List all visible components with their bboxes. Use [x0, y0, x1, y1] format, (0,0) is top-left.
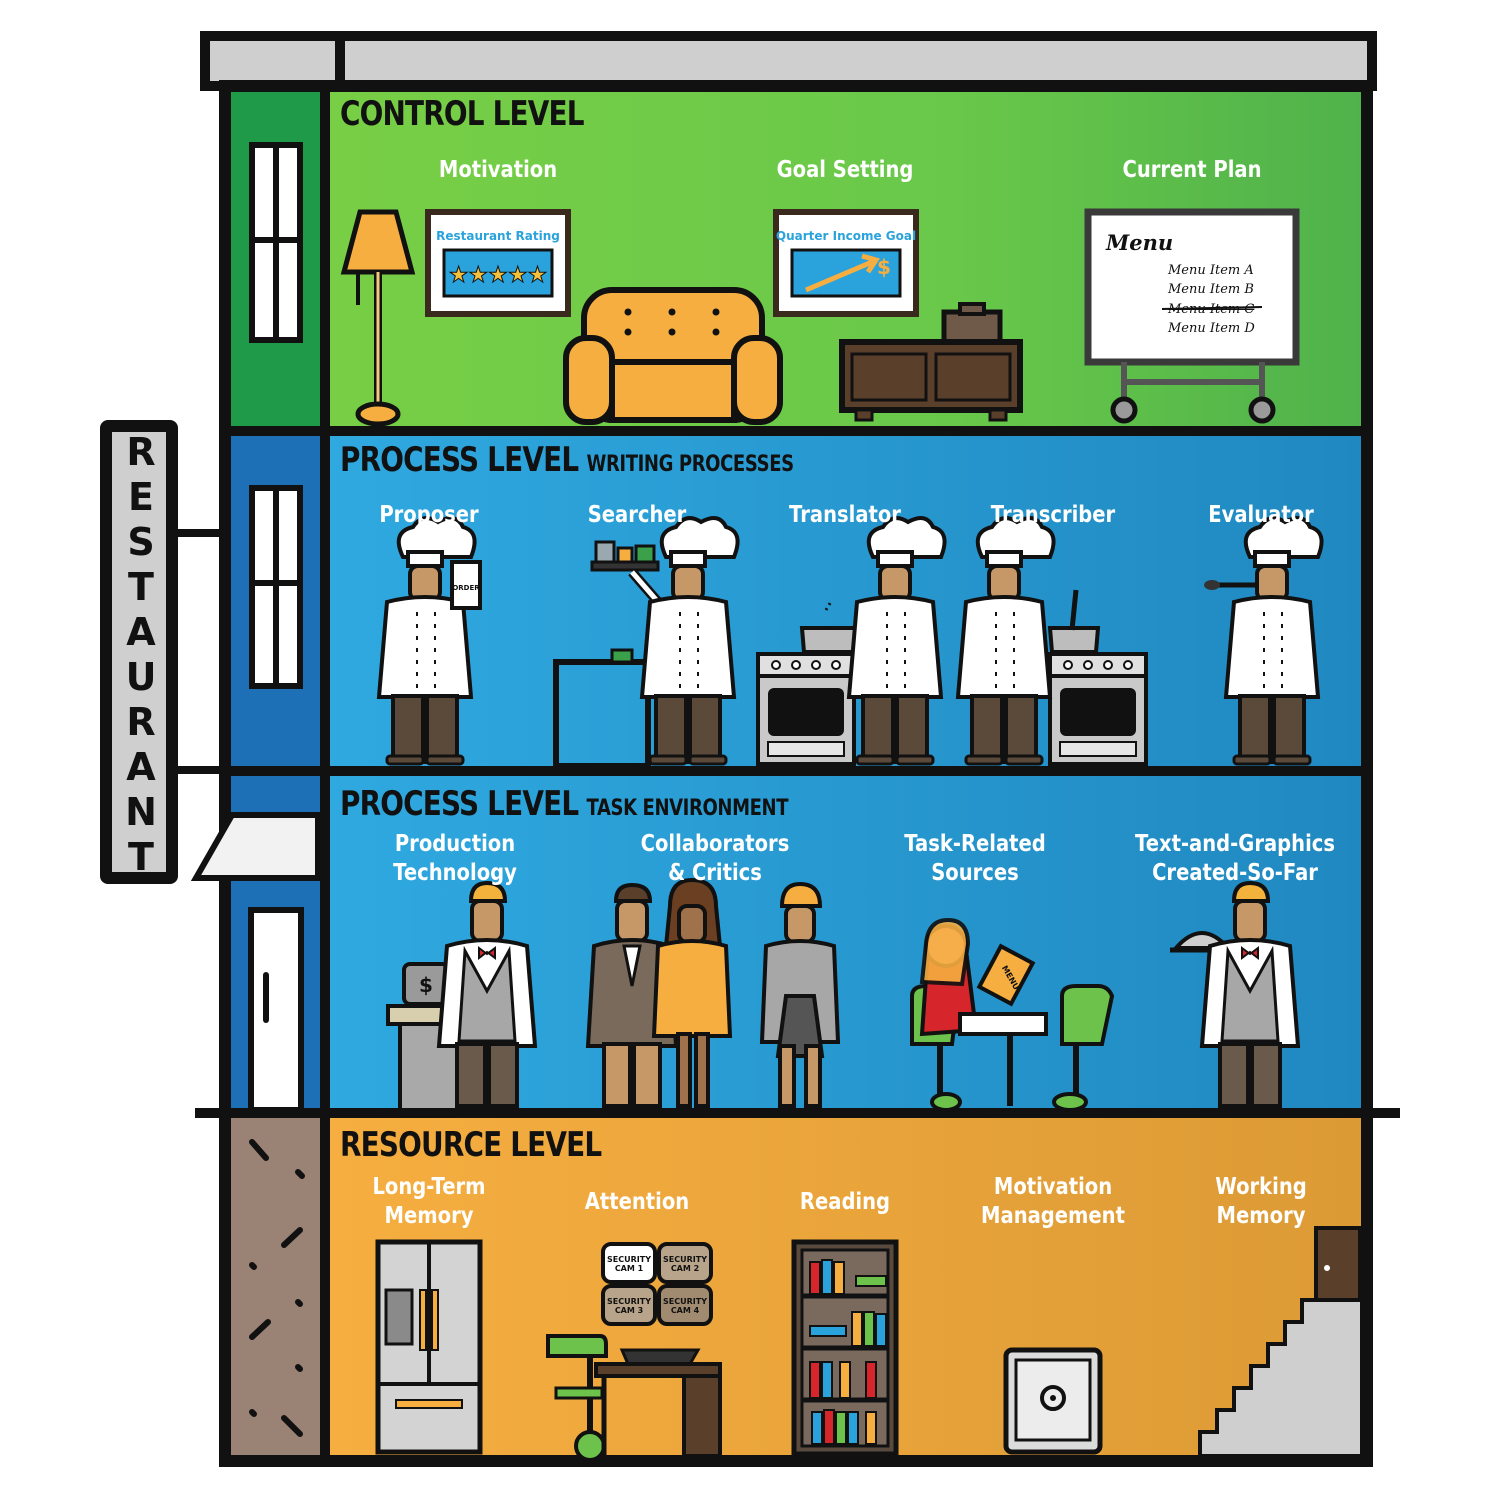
task-subtitle-text: TASK ENVIRONMENT — [586, 796, 789, 821]
label-transcriber: Transcriber — [990, 502, 1116, 528]
writing-subtitle-text: WRITING PROCESSES — [586, 452, 794, 477]
label-proposer: Proposer — [379, 502, 479, 528]
front-door — [248, 907, 304, 1113]
goal-frame-caption: Quarter Income Goal — [776, 229, 916, 243]
label-long-term-memory: Long-Term Memory — [372, 1174, 486, 1229]
translator-chef — [756, 516, 947, 766]
collaborators-critics-group — [585, 877, 841, 1108]
staircase — [1198, 1226, 1364, 1458]
label-translator: Translator — [789, 502, 901, 528]
writing-processes-title: PROCESS LEVEL WRITING PROCESSES — [340, 440, 794, 480]
label-collaborators-critics: Collaborators & Critics — [640, 831, 790, 886]
control-level-title-text: CONTROL LEVEL — [340, 94, 585, 134]
label-production-technology: Production Technology — [393, 831, 517, 886]
safe — [1003, 1347, 1103, 1455]
awning — [190, 812, 321, 881]
menu-item-c: Menu Item C — [1167, 302, 1254, 317]
side-window-top — [249, 142, 303, 343]
transcriber-chef — [956, 516, 1148, 766]
restaurant-sign-text: RESTAURANT — [119, 430, 163, 880]
task-environment-title: PROCESS LEVEL TASK ENVIRONMENT — [340, 784, 789, 824]
rating-frame-caption: Restaurant Rating — [436, 229, 560, 243]
resource-title-text: RESOURCE LEVEL — [340, 1125, 602, 1165]
label-attention: Attention — [584, 1189, 690, 1215]
menu-item-d: Menu Item D — [1167, 321, 1255, 336]
refrigerator — [375, 1239, 483, 1455]
label-searcher: Searcher — [587, 502, 687, 528]
bookshelf — [791, 1239, 899, 1457]
label-reading: Reading — [799, 1189, 891, 1215]
restaurant-sign — [100, 420, 227, 884]
order-card: ORDER — [452, 584, 480, 592]
menu-title: Menu — [1105, 230, 1173, 255]
label-motivation: Motivation — [438, 157, 558, 183]
foundation-cracks — [249, 1139, 305, 1437]
label-text-graphics-so-far: Text-and-Graphics Created-So-Far — [1134, 831, 1336, 886]
diner-with-menu: MENU — [910, 917, 1115, 1112]
label-task-related-sources: Task-Related Sources — [904, 831, 1046, 886]
rating-stars: ★★★★★ — [449, 263, 548, 288]
goal-dollar: $ — [877, 255, 891, 279]
restaurant-sign-text-wrap: RESTAURANT — [112, 430, 170, 880]
waiter-with-platter — [1170, 881, 1300, 1108]
register-dollar: $ — [419, 973, 433, 997]
armchair — [563, 287, 783, 425]
whiteboard-menu: Menu Menu Item A Menu Item B Menu Item C… — [1084, 208, 1300, 424]
quarter-income-goal-frame: Quarter Income Goal $ — [773, 209, 919, 317]
sideboard — [839, 302, 1023, 422]
writing-title-text: PROCESS LEVEL — [340, 440, 579, 480]
cash-register-station: $ — [386, 881, 537, 1112]
label-current-plan: Current Plan — [1122, 157, 1262, 183]
floor-lamp — [340, 209, 416, 427]
searcher-chef — [553, 516, 740, 769]
label-working-memory: Working Memory — [1215, 1174, 1307, 1229]
label-motivation-management: Motivation Management — [981, 1174, 1125, 1229]
resource-level-title: RESOURCE LEVEL — [340, 1125, 602, 1165]
evaluator-chef — [1204, 516, 1324, 766]
menu-item-b: Menu Item B — [1167, 282, 1254, 297]
restaurant-rating-frame: Restaurant Rating ★★★★★ — [425, 209, 571, 317]
label-evaluator: Evaluator — [1208, 502, 1314, 528]
task-title-text: PROCESS LEVEL — [340, 784, 579, 824]
proposer-chef: ORDER — [377, 516, 482, 766]
control-level-title: CONTROL LEVEL — [340, 94, 585, 134]
menu-item-a: Menu Item A — [1167, 263, 1254, 278]
side-window-middle — [249, 485, 303, 689]
label-goal-setting: Goal Setting — [776, 157, 914, 183]
